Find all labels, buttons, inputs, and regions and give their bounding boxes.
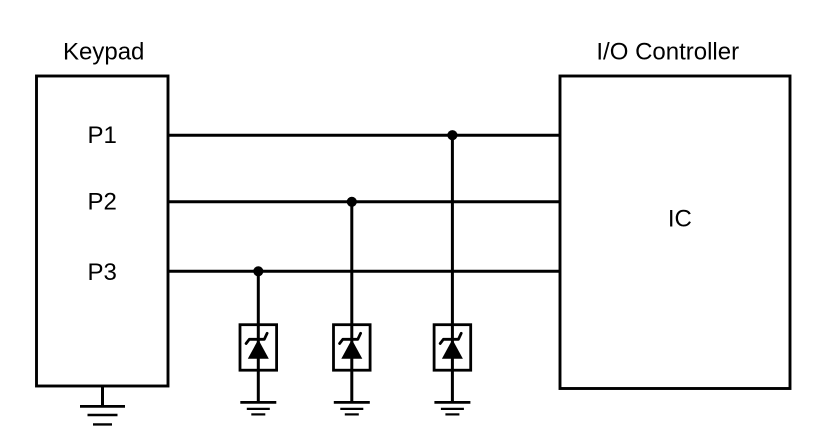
- svg-text:P2: P2: [88, 189, 117, 216]
- svg-text:I/O Controller: I/O Controller: [596, 39, 739, 66]
- svg-text:P1: P1: [88, 122, 117, 149]
- svg-text:IC: IC: [668, 206, 692, 233]
- svg-text:P3: P3: [88, 259, 117, 286]
- svg-text:Keypad: Keypad: [63, 39, 144, 66]
